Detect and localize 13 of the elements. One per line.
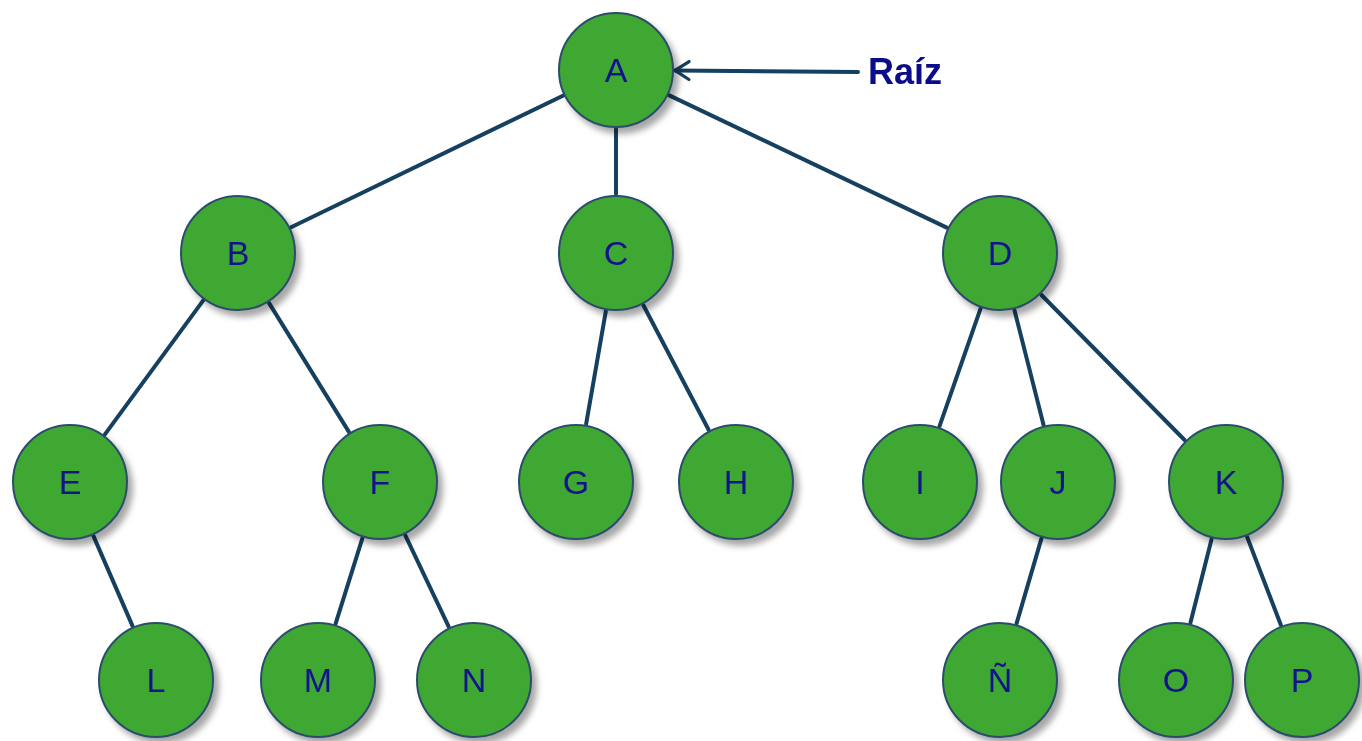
tree-edge: [1039, 293, 1187, 442]
tree-edge: [102, 298, 206, 437]
tree-edge: [1245, 535, 1283, 627]
tree-edge: [614, 127, 618, 196]
tree-edge: [267, 301, 351, 434]
arrow: [673, 59, 860, 82]
tree-edge: [91, 534, 135, 628]
tree-edge: [289, 93, 565, 230]
root-label: Raíz: [862, 50, 948, 94]
tree-edge: [584, 309, 608, 426]
tree-edge: [641, 303, 711, 432]
tree-edge: [403, 533, 451, 629]
tree-edge: [667, 93, 949, 230]
